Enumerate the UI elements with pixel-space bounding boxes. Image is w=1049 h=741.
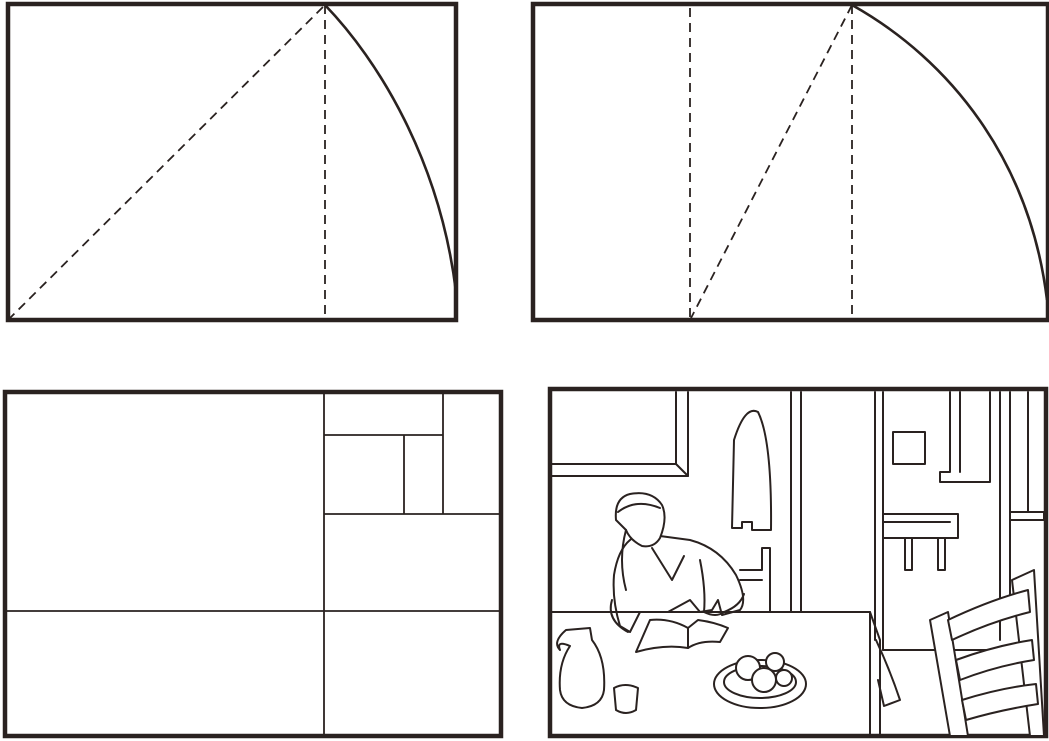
panel-3-frame	[5, 392, 501, 736]
jug	[557, 628, 604, 708]
panel-2-frame	[533, 4, 1048, 320]
cup	[614, 685, 638, 713]
panel-diagonal-construction	[8, 4, 456, 320]
front-chair	[930, 570, 1044, 736]
panel-2-dashed-diagonal	[690, 5, 852, 320]
panel-1-frame	[8, 4, 456, 320]
panel-1-arc	[325, 5, 456, 292]
fruit-plate	[714, 653, 806, 708]
open-book	[636, 620, 728, 652]
panel-1-dashed-diagonal	[8, 5, 325, 320]
panel-2-arc	[852, 5, 1047, 300]
back-chair	[740, 548, 770, 612]
window-frame	[552, 392, 688, 476]
panel-subdivision-grid	[5, 392, 501, 736]
panel-half-square-construction	[533, 4, 1048, 320]
hanging-cloth	[732, 411, 771, 530]
panel-interior-scene	[550, 389, 1046, 736]
